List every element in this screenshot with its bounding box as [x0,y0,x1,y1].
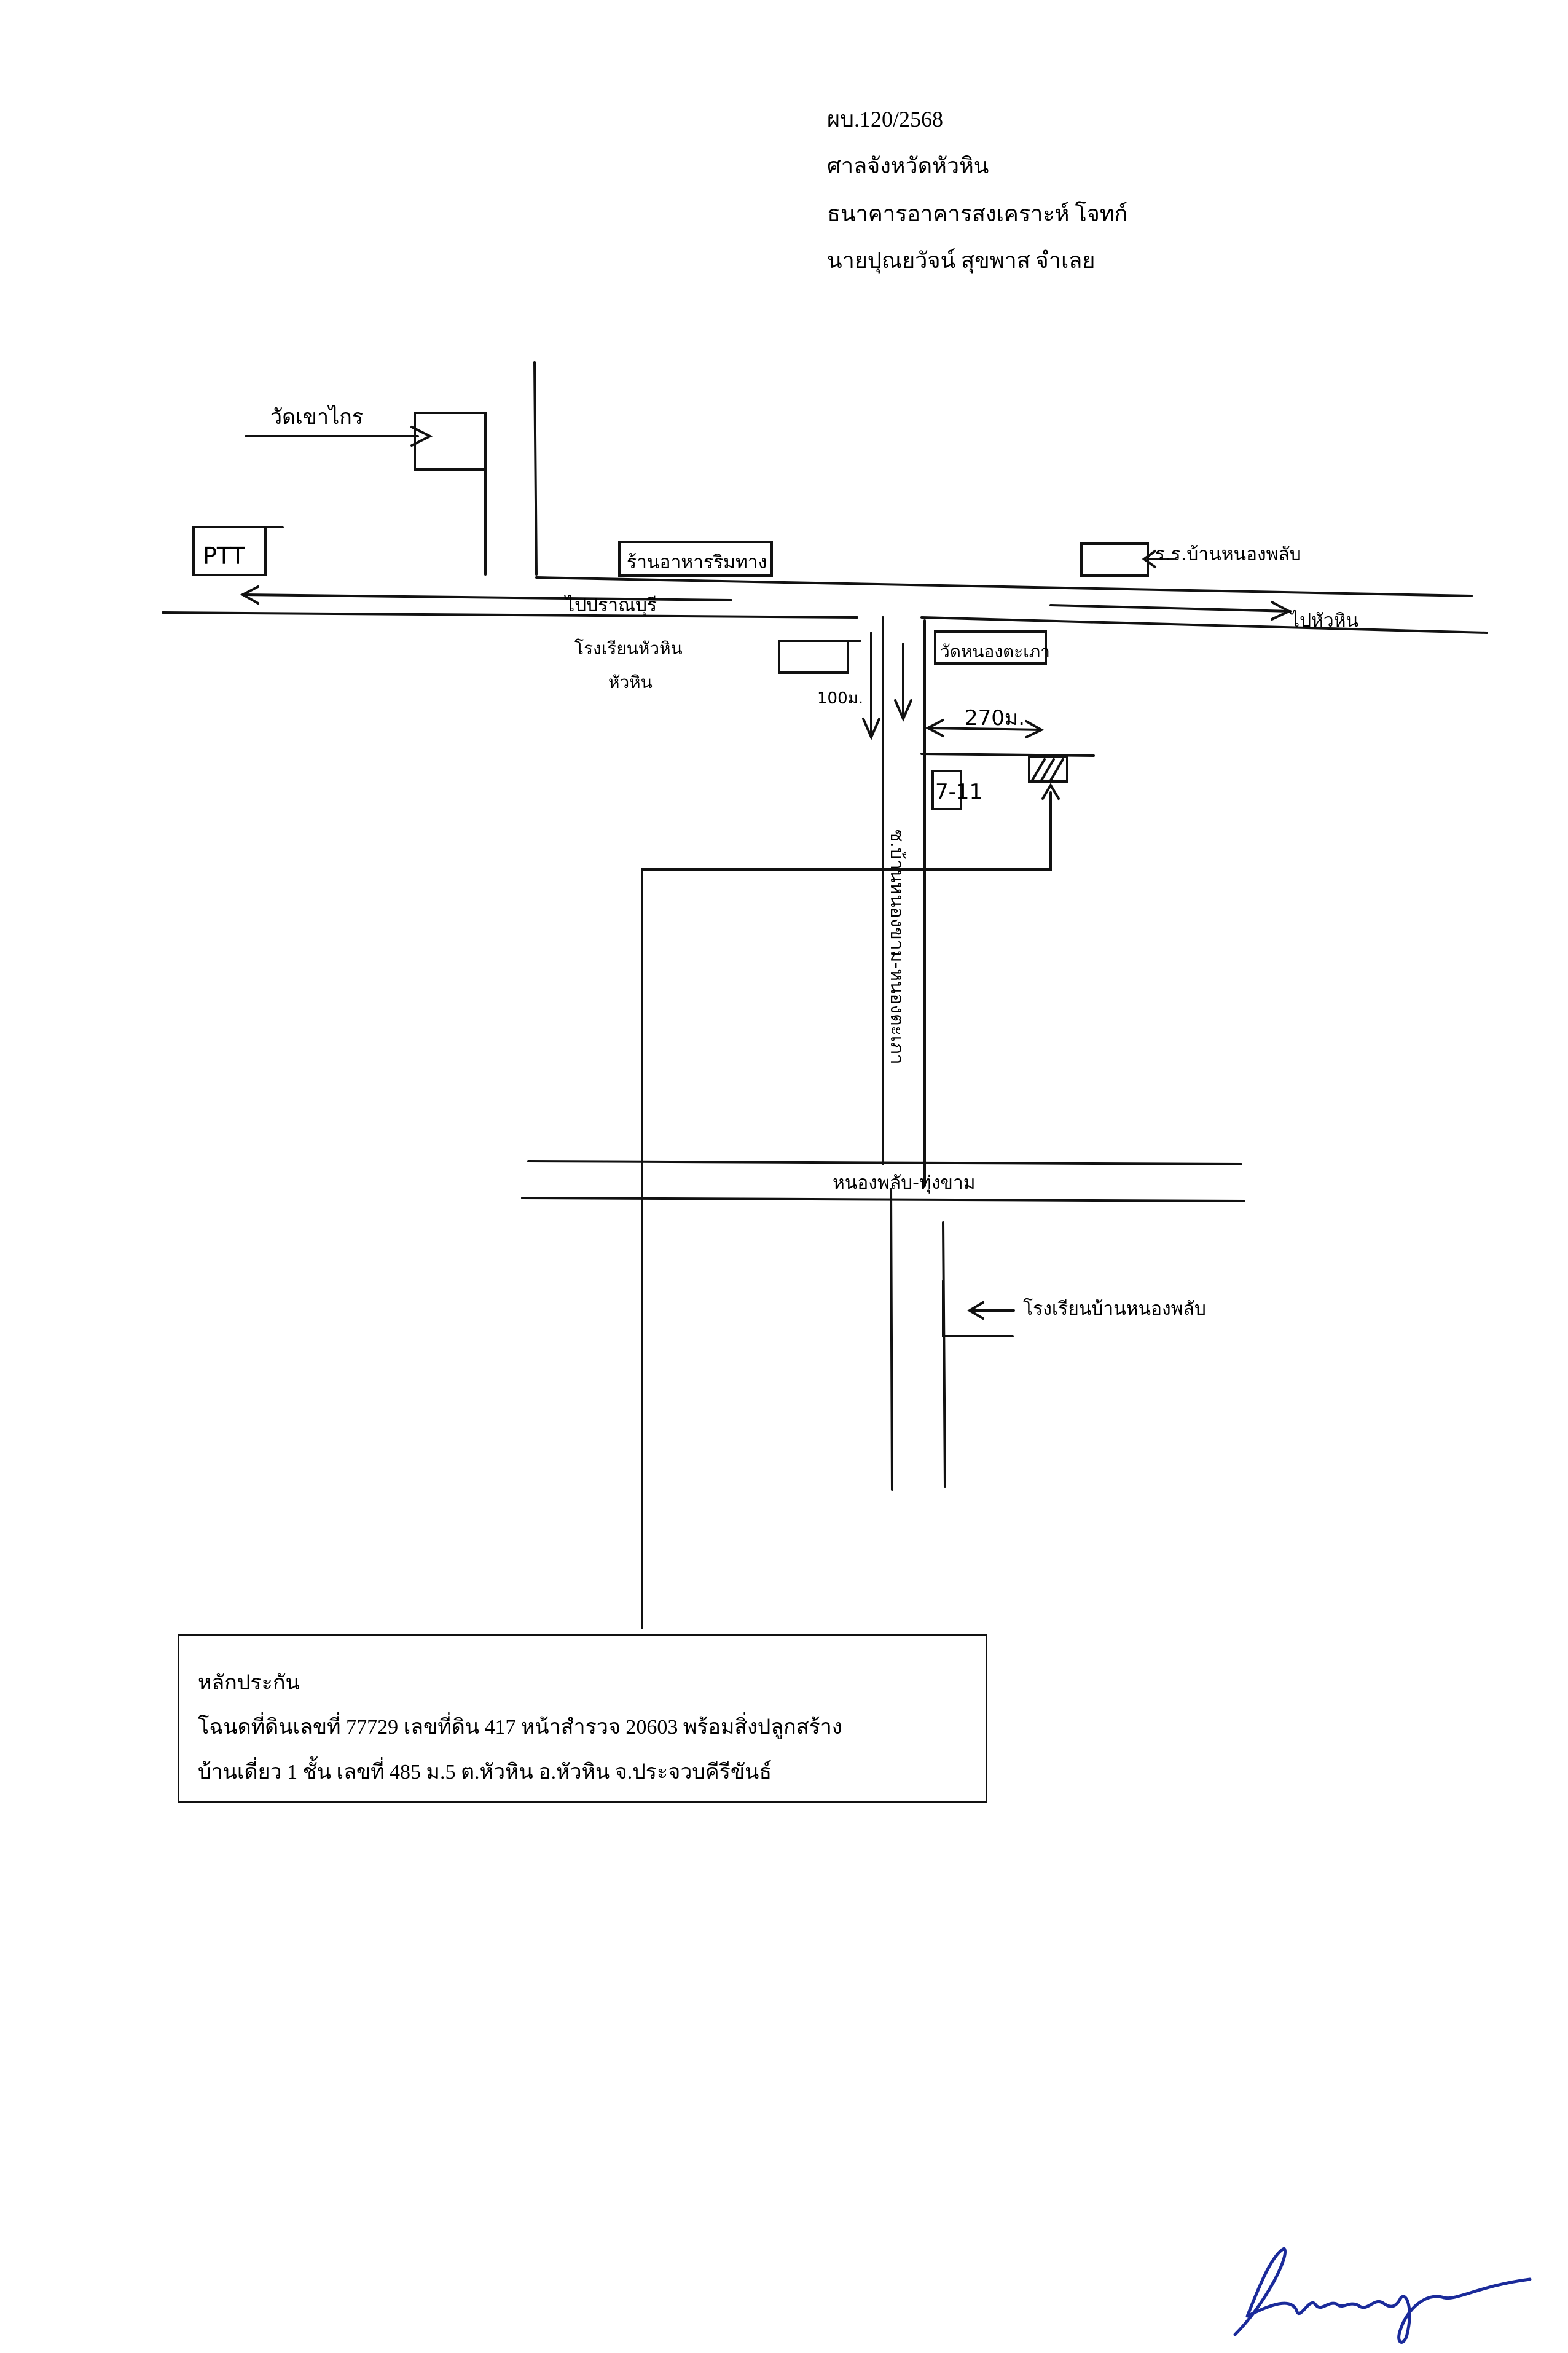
road-line [535,576,1473,597]
seven-eleven-label: 7-11 [935,780,982,804]
market-right-label: ร.ร.บ้านหนองพลับ [1155,544,1301,565]
road-line [527,1160,1242,1165]
collateral-title: หลักประกัน [198,1672,300,1694]
case-number: ผบ.120/2568 [827,107,943,131]
to-left-label: ไปปราณบุรี [564,594,657,617]
school-left-box [778,640,849,674]
ptt-label: PTT [203,542,245,570]
to-right-label: ไปหัวหิน [1289,609,1358,632]
document-page: ผบ.120/2568 ศาลจังหวัดหัวหิน ธนาคารอาคาร… [162,107,1532,2344]
property-marker [1028,756,1068,783]
collateral-deed-line: โฉนดที่ดินเลขที่ 77729 เลขที่ดิน 417 หน้… [198,1716,842,1739]
soi-vertical-label: ซ.บ้านหนองขาม-หนองตะเภา [886,829,907,1065]
ptt-box [192,526,267,576]
collateral-house-line: บ้านเดี่ยว 1 ชั้น เลขที่ 485 ม.5 ต.หัวหิ… [198,1761,772,1783]
defendant-line: นายปุณยวัจน์ สุขพาส จำเลย [827,248,1096,273]
shop-top-box [618,541,773,577]
wat-right-label: วัดหนองตะเภา [940,641,1050,662]
school-bottom-label: โรงเรียนบ้านหนองพลับ [1023,1298,1206,1320]
road-line [920,616,1488,634]
distance-left-label: 100ม. [817,689,863,708]
signature [1233,2246,1532,2344]
cross-road-label: หนองพลับ-ทุ่งขาม [833,1172,976,1194]
road-line [162,611,858,619]
road-line [521,1197,1245,1202]
wat-khao-box [414,412,487,471]
collateral-box: หลักประกัน โฉนดที่ดินเลขที่ 77729 เลขที่… [178,1634,987,1803]
plaintiff-line: ธนาคารอาคารสงเคราะห์ โจทก์ [827,202,1128,226]
road-line [533,361,538,576]
shop-top-label: ร้านอาหารริมทาง [627,552,767,573]
location-map: วัดเขาไกร PTT ร้านอาหารริมทาง ไปปราณบุรี… [162,361,1488,1629]
court-name: ศาลจังหวัดหัวหิน [827,154,989,178]
seven-eleven-box [931,770,962,810]
pointer-line [641,791,1052,1629]
distance-label: 270ม. [965,706,1025,730]
school-left-label: โรงเรียนหัวหิน [574,638,683,659]
wat-khao-label: วัดเขาไกร [270,405,363,429]
market-box [1080,542,1149,577]
school-left-label-2: หัวหิน [608,672,653,692]
wat-right-box [934,630,1047,665]
